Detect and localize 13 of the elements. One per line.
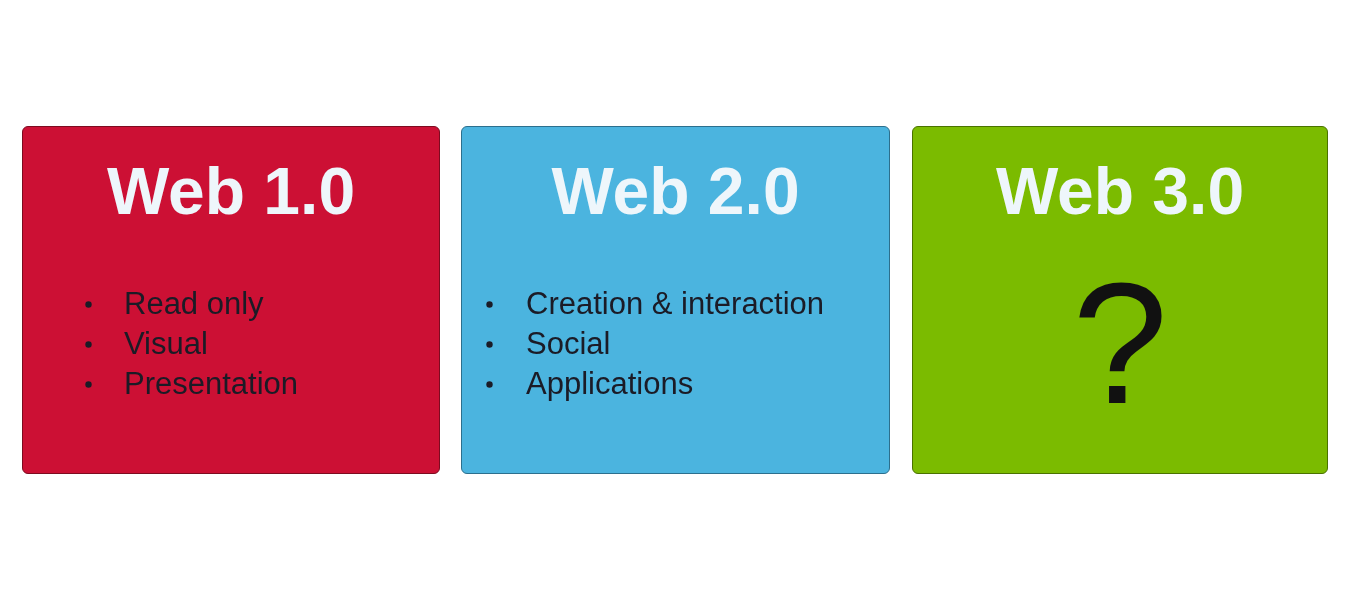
- card-heading: Web 3.0: [994, 155, 1246, 227]
- category-card: [461, 126, 890, 474]
- list-item: Applications: [526, 366, 694, 402]
- card-heading: Web 1.0: [105, 155, 357, 227]
- list-item: Read only: [124, 286, 264, 322]
- category-card: [22, 126, 440, 474]
- question-mark: ?: [1071, 257, 1169, 429]
- category-card: [912, 126, 1328, 474]
- list-item: Social: [526, 326, 611, 362]
- list-item: Visual: [124, 326, 208, 362]
- card-heading: Web 2.0: [550, 155, 801, 227]
- list-item: Creation & interaction: [526, 286, 825, 322]
- list-item: Presentation: [124, 366, 299, 402]
